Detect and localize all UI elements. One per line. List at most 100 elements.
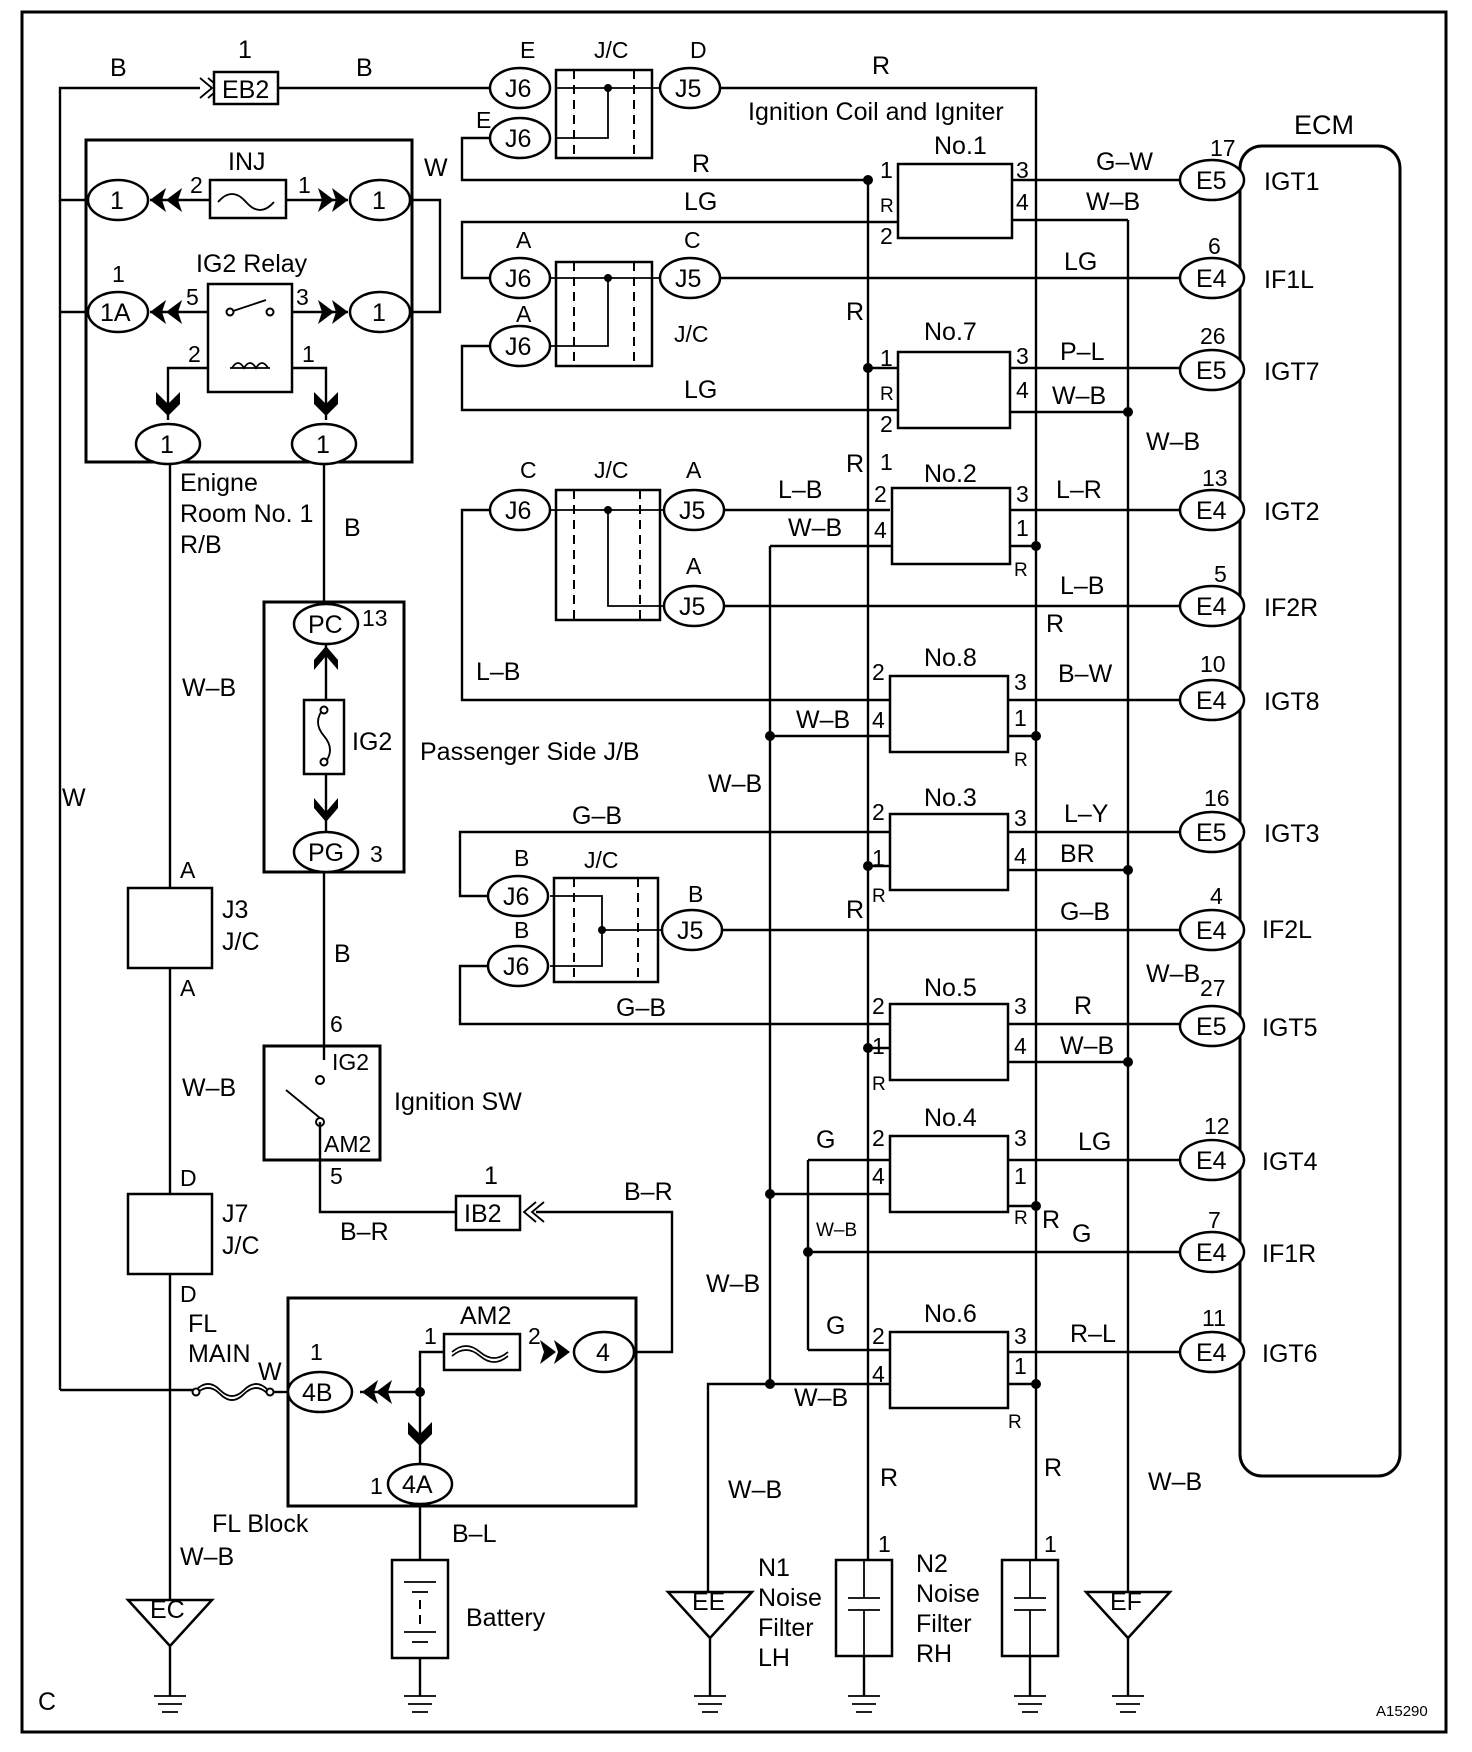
svg-text:B: B <box>688 881 703 907</box>
am2-fuse <box>442 1332 522 1372</box>
svg-text:3: 3 <box>296 284 309 310</box>
svg-text:R: R <box>872 1074 886 1095</box>
connector-1-bottom-left <box>134 422 202 466</box>
ignition-switch-label: Ignition SW <box>394 1088 522 1116</box>
svg-text:G–B: G–B <box>1060 898 1110 926</box>
ground-ee <box>665 1590 755 1640</box>
svg-text:L–B: L–B <box>1060 572 1104 600</box>
svg-text:R: R <box>1008 1412 1022 1433</box>
svg-text:16: 16 <box>1204 785 1230 811</box>
ecm-pin-igt1: E5 17 IGT1 <box>1178 135 1320 202</box>
connector-ib2 <box>454 1194 522 1232</box>
svg-text:1: 1 <box>372 187 386 215</box>
svg-text:IF1L: IF1L <box>1264 266 1314 294</box>
svg-text:AM2: AM2 <box>460 1302 511 1330</box>
svg-text:IF1R: IF1R <box>1262 1240 1316 1268</box>
svg-text:E4: E4 <box>1196 917 1227 945</box>
svg-text:W–B: W–B <box>1146 960 1200 988</box>
svg-text:R: R <box>1042 1206 1060 1234</box>
svg-text:13: 13 <box>362 605 388 631</box>
svg-text:EE: EE <box>692 1588 725 1616</box>
svg-text:A: A <box>516 227 532 253</box>
svg-text:W–B: W–B <box>788 514 842 542</box>
svg-text:2: 2 <box>880 223 893 249</box>
svg-text:J5: J5 <box>677 917 703 945</box>
connector-j6-e1 <box>488 66 552 110</box>
connector-1a <box>86 290 150 334</box>
svg-text:W: W <box>258 1358 282 1386</box>
svg-text:1: 1 <box>110 187 124 215</box>
ig2-relay-label: IG2 Relay <box>196 250 308 278</box>
svg-text:1: 1 <box>880 449 893 475</box>
coil-no4 <box>888 1134 1010 1214</box>
svg-text:E4: E4 <box>1196 497 1227 525</box>
ground-ec <box>125 1598 215 1648</box>
svg-text:FL: FL <box>188 1310 217 1338</box>
engine-room-label-3: R/B <box>180 531 222 559</box>
fl-block <box>286 1296 638 1508</box>
svg-text:L–B: L–B <box>476 658 520 686</box>
ecm-pin-igt2: E4 13 IGT2 <box>1178 465 1320 532</box>
svg-text:2: 2 <box>872 659 885 685</box>
svg-text:D: D <box>180 1281 197 1307</box>
svg-text:Filter: Filter <box>758 1614 814 1642</box>
svg-text:1: 1 <box>1014 705 1027 731</box>
svg-text:D: D <box>180 1165 197 1191</box>
svg-text:G–W: G–W <box>1096 148 1153 176</box>
connector-4 <box>572 1330 636 1374</box>
ig2-relay <box>206 282 294 394</box>
svg-text:1: 1 <box>424 1323 437 1349</box>
svg-text:1A: 1A <box>100 299 131 327</box>
svg-text:R: R <box>1014 560 1028 581</box>
ecm-pin-if2r: E4 5 IF2R <box>1178 561 1318 628</box>
svg-text:1: 1 <box>1044 1531 1057 1557</box>
svg-text:1: 1 <box>1014 1163 1027 1189</box>
svg-text:3: 3 <box>1016 157 1029 183</box>
coil-no5-label: No.5 <box>924 974 977 1002</box>
svg-text:EC: EC <box>150 1596 185 1624</box>
svg-text:G: G <box>816 1126 835 1154</box>
svg-text:1: 1 <box>302 341 315 367</box>
svg-text:B–R: B–R <box>340 1218 389 1246</box>
svg-text:J6: J6 <box>503 883 529 911</box>
svg-text:E5: E5 <box>1196 357 1227 385</box>
svg-text:3: 3 <box>1014 805 1027 831</box>
svg-text:13: 13 <box>1202 465 1228 491</box>
svg-text:W–B: W–B <box>1052 382 1106 410</box>
svg-text:4: 4 <box>1014 1033 1027 1059</box>
connector-1-inj-left <box>86 178 150 222</box>
jc-2 <box>554 260 654 368</box>
svg-text:IGT4: IGT4 <box>1262 1148 1318 1176</box>
svg-text:B–R: B–R <box>624 1178 673 1206</box>
svg-text:J6: J6 <box>505 497 531 525</box>
svg-text:W–B: W–B <box>706 1270 760 1298</box>
svg-text:J/C: J/C <box>594 457 629 483</box>
ecm-pin-if1r: E4 7 IF1R <box>1178 1207 1316 1274</box>
coil-no5 <box>888 1002 1010 1082</box>
engine-room-label-2: Room No. 1 <box>180 500 313 528</box>
svg-text:A: A <box>180 857 196 883</box>
svg-text:IG2: IG2 <box>352 728 392 756</box>
svg-text:G–B: G–B <box>616 994 666 1022</box>
ground-ef <box>1083 1590 1173 1640</box>
svg-text:3: 3 <box>1014 993 1027 1019</box>
inj-fuse-label: INJ <box>228 148 266 176</box>
svg-text:B: B <box>110 54 127 82</box>
connector-1-relay-right <box>348 290 412 334</box>
coil-no7-label: No.7 <box>924 318 977 346</box>
svg-text:J6: J6 <box>503 953 529 981</box>
svg-text:PG: PG <box>308 839 344 867</box>
svg-text:B–W: B–W <box>1058 660 1113 688</box>
ecm-pin-igt5: E5 27 IGT5 <box>1178 975 1318 1048</box>
svg-text:4: 4 <box>874 517 887 543</box>
svg-text:R: R <box>1074 992 1092 1020</box>
svg-text:L–R: L–R <box>1056 476 1102 504</box>
svg-text:AM2: AM2 <box>324 1131 371 1157</box>
svg-text:4: 4 <box>1014 843 1027 869</box>
svg-text:W–B: W–B <box>182 674 236 702</box>
svg-text:3: 3 <box>370 841 383 867</box>
svg-text:B: B <box>514 917 529 943</box>
svg-text:Noise: Noise <box>758 1584 822 1612</box>
svg-text:5: 5 <box>330 1163 343 1189</box>
svg-text:R: R <box>1046 610 1064 638</box>
